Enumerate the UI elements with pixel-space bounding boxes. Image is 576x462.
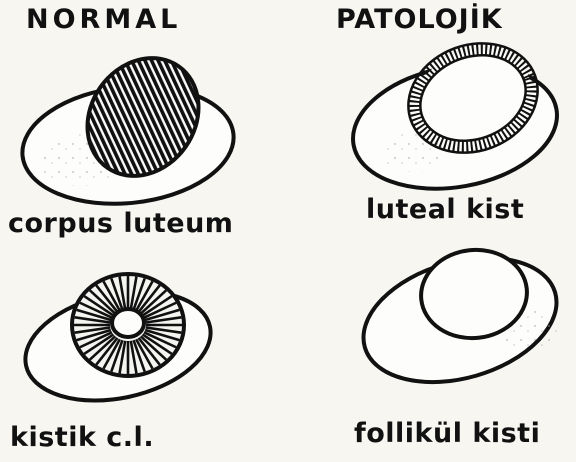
follicular-cyst-diagram xyxy=(349,237,571,403)
label-follicular-cyst: follikül kisti xyxy=(354,416,540,452)
label-cystic-cl: kistik c.l. xyxy=(10,420,154,456)
corpus-luteum-diagram xyxy=(17,36,240,213)
cystic-cl-diagram xyxy=(15,274,221,416)
label-luteal-cyst: luteal kist xyxy=(366,192,524,228)
label-corpus-luteum: corpus luteum xyxy=(8,206,233,242)
luteal-cyst-diagram xyxy=(343,26,567,204)
cystic-cl-central-cavity xyxy=(112,309,144,337)
